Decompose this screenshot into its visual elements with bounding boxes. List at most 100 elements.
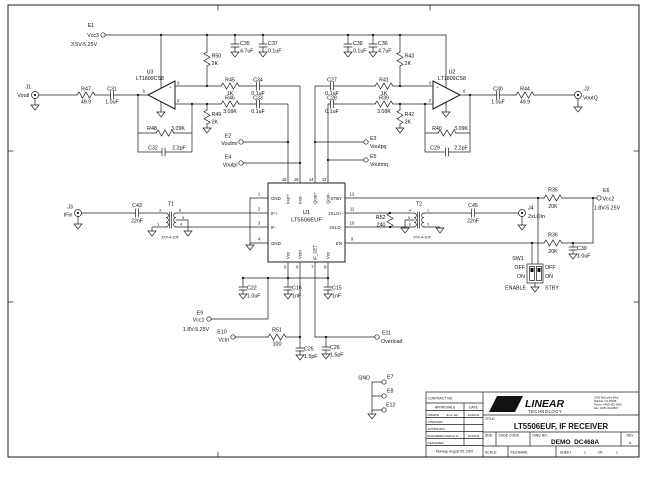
c45-val: 22nF bbox=[467, 219, 480, 225]
approved-label: APPROVED bbox=[428, 427, 446, 431]
t1-pin4: 4 bbox=[180, 223, 182, 227]
e4-ref: E4 bbox=[225, 155, 232, 161]
j3-net: IFin bbox=[64, 213, 73, 219]
terminal-e11 bbox=[374, 334, 380, 340]
u1-pin15-num: 15 bbox=[294, 177, 299, 182]
filename-label: FILENAME: bbox=[511, 451, 529, 455]
e9-net: Vcc1 bbox=[193, 318, 205, 324]
u1-pin3-num: 3 bbox=[258, 221, 261, 226]
sw1-right-on: ON bbox=[545, 274, 553, 280]
u1-pin8-num: 8 bbox=[324, 265, 327, 270]
r51-ref: R51 bbox=[272, 328, 282, 334]
drawn-label: DRAWN bbox=[428, 413, 440, 417]
terminal-e3 bbox=[363, 139, 369, 145]
u1-pin1-num: 1 bbox=[258, 192, 261, 197]
sheet-total: 1 bbox=[616, 451, 618, 455]
r36-val: 20K bbox=[548, 249, 558, 255]
sym-c33 bbox=[256, 99, 260, 109]
u2-part: LT1809CS8 bbox=[438, 76, 466, 82]
e3-ref: E3 bbox=[370, 136, 377, 142]
u1-pin7-name: IF_DET bbox=[313, 245, 318, 260]
terminal-e5 bbox=[363, 157, 369, 163]
connector-j4 bbox=[518, 209, 526, 217]
r50-ref: R50 bbox=[212, 54, 222, 60]
gnd-label: GND bbox=[358, 376, 370, 382]
linear-technology-logo: LT LINEAR TECHNOLOGY 1630 McCarthy Blvd.… bbox=[489, 396, 622, 414]
u1-pin12-name: STBY bbox=[331, 196, 343, 201]
connector-j2 bbox=[574, 91, 582, 99]
sym-c15 bbox=[323, 286, 333, 291]
r47-val: 49.9 bbox=[81, 100, 91, 106]
u1-pin3-name: IF- bbox=[271, 225, 277, 230]
company-address-2: Milpitas, CA 95035 bbox=[594, 399, 617, 403]
sym-c43 bbox=[135, 208, 139, 218]
u1-pin15-name: Iout- bbox=[298, 195, 303, 204]
u1-pin4-name: GND bbox=[271, 241, 281, 246]
size-label: SIZE bbox=[485, 434, 493, 438]
r45-val: 1K bbox=[227, 91, 234, 97]
date-label: DATE bbox=[469, 406, 479, 410]
sym-c31 bbox=[110, 90, 114, 100]
r36-ref: R36 bbox=[548, 233, 558, 239]
sym-c39 bbox=[568, 246, 578, 251]
sym-c37 bbox=[258, 43, 268, 48]
r39-ref: R39 bbox=[379, 96, 389, 102]
transformer-t1-symbol bbox=[165, 211, 177, 229]
company-sub: TECHNOLOGY bbox=[528, 409, 562, 414]
sym-c25 bbox=[295, 347, 305, 352]
sym-r50 bbox=[203, 51, 211, 67]
sw1-left-enable: ENABLE bbox=[505, 286, 526, 292]
scale-label: SCALE: bbox=[485, 451, 497, 455]
c16-val: 1nF bbox=[292, 294, 302, 300]
e4-net: Voutpi bbox=[223, 163, 238, 169]
c33-val: 0.1uF bbox=[251, 109, 265, 115]
r40-val: 3.09K bbox=[454, 126, 468, 132]
r46-val: 3.09K bbox=[223, 109, 237, 115]
c37-val: 0.1uF bbox=[268, 49, 282, 55]
t2-pin4: 4 bbox=[409, 209, 411, 213]
u1-pin5-name: Vcc bbox=[286, 251, 291, 259]
c22-ref: C22 bbox=[247, 286, 257, 292]
r51-val: 100 bbox=[273, 342, 282, 348]
title-label: TITLE: bbox=[485, 417, 495, 421]
u1-pin6-name: Vctrl bbox=[298, 250, 303, 259]
e5-ref: E5 bbox=[370, 154, 377, 160]
c43-val: 22nF bbox=[131, 219, 144, 225]
u1-pin4-num: 4 bbox=[258, 237, 261, 242]
sw1-left-on: ON bbox=[517, 274, 525, 280]
u3-pin3: 3 bbox=[177, 81, 180, 86]
u1-pin8-name: Vcc bbox=[326, 251, 331, 259]
t1-pin6: 6 bbox=[179, 209, 181, 213]
e9-range: 1.8V-5.25V bbox=[183, 327, 210, 333]
ic-u1-body bbox=[267, 182, 346, 263]
sym-r42 bbox=[396, 109, 404, 125]
u1-pin5-num: 5 bbox=[284, 265, 287, 270]
opamp-u2-symbol bbox=[432, 80, 462, 110]
c34-val: 0.1uF bbox=[251, 91, 265, 97]
sym-c35 bbox=[230, 43, 240, 48]
r47-ref: R47 bbox=[81, 87, 91, 93]
rev-label: REV bbox=[627, 434, 635, 438]
u1-pin14-num: 14 bbox=[309, 177, 314, 182]
r44-val: 49.9 bbox=[520, 100, 530, 106]
cage-label: CAGE CODE bbox=[499, 434, 520, 438]
of-label: OF bbox=[598, 451, 603, 455]
sym-r39 bbox=[374, 100, 394, 108]
sym-c27 bbox=[330, 81, 334, 91]
r41-val: 1K bbox=[381, 91, 388, 97]
r35-ref: R35 bbox=[548, 188, 558, 194]
sym-c34 bbox=[256, 81, 260, 91]
c31-ref: C31 bbox=[107, 87, 117, 93]
sym-c22 bbox=[238, 286, 248, 291]
u1-pin6-num: 6 bbox=[296, 265, 299, 270]
terminal-e6 bbox=[596, 195, 602, 201]
c15-ref: C15 bbox=[332, 286, 342, 292]
drawn-name: June Wu bbox=[446, 413, 458, 417]
sheet-number: 1 bbox=[584, 451, 586, 455]
terminal-e1 bbox=[100, 32, 106, 38]
company-address-4: Fax: (408) 434-0507 bbox=[594, 406, 619, 410]
r42-val: 2K bbox=[405, 120, 412, 126]
c38-val: 0.1uF bbox=[353, 49, 367, 55]
sym-r44 bbox=[515, 91, 535, 99]
